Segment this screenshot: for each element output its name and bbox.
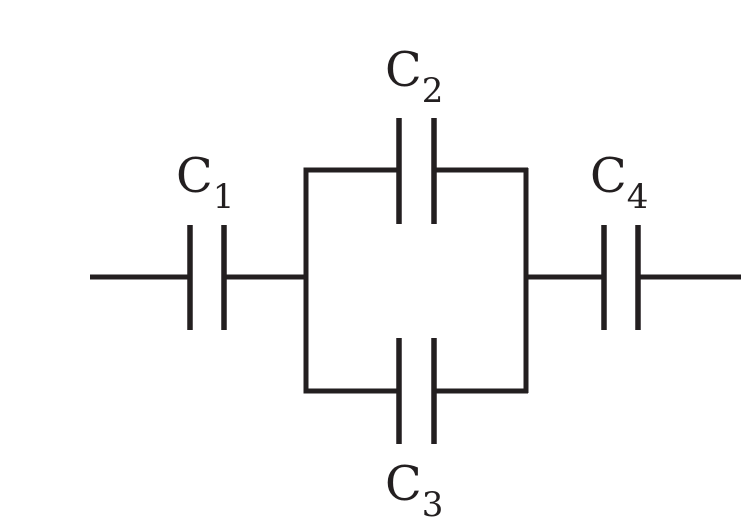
capacitor-c1-label: C1 — [176, 148, 234, 217]
circuit-wires — [90, 167, 741, 394]
capacitor-c3-label: C3 — [385, 456, 443, 525]
capacitor-c3: C3 — [385, 338, 443, 525]
wire-left-bus — [303, 167, 399, 394]
capacitor-c2: C2 — [385, 42, 443, 224]
capacitor-c4: C4 — [590, 148, 648, 330]
capacitor-c1: C1 — [176, 148, 234, 330]
capacitor-c4-label: C4 — [590, 148, 648, 217]
capacitor-c2-label: C2 — [385, 42, 443, 111]
